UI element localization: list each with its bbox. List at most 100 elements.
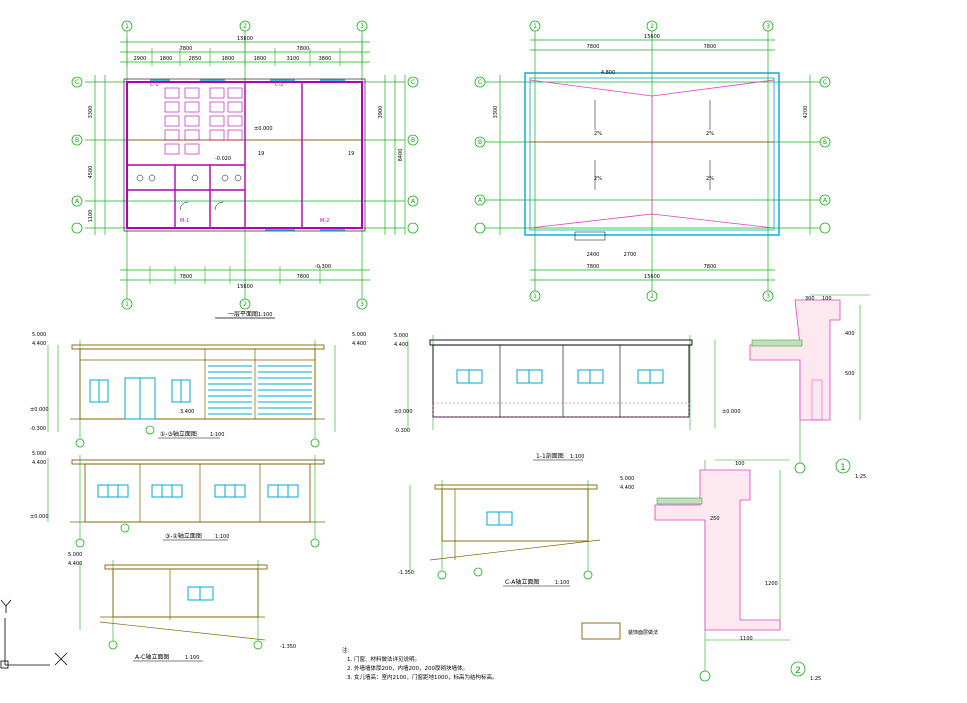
roof-dim-d1: 2400 <box>587 252 600 258</box>
elev31-title: ③-①轴立面图 <box>165 532 202 540</box>
note-2: 2. 外墙墙体厚200，内墙200，200厚砌块墙体。 <box>347 664 468 672</box>
elevation-1-3: 5.000 4.400 ±0.000 -0.300 3.400 5.000 4.… <box>30 332 366 448</box>
detail-2: 2 1:25 100 250 1100 1200 <box>654 459 821 682</box>
roof-slope-1: 2% <box>594 131 602 137</box>
elevca-top-level: 5.000 <box>620 476 634 482</box>
elevac-eave-level: 4.400 <box>68 561 82 567</box>
detail1-scale: 1:25 <box>855 474 866 480</box>
roof-axis-b-left: B <box>478 139 482 146</box>
section-title: 1-1剖面图 <box>536 452 564 460</box>
roof-axis-3-top: 3 <box>766 23 770 30</box>
plan-door-mark-1: M-1 <box>180 218 189 224</box>
plan-span1-dim: 7800 <box>180 46 193 52</box>
roof-plan: 1 2 3 1 2 3 C B A C B A 15600 7800 <box>474 20 831 302</box>
elevac-title: A-C轴立面图 <box>135 653 169 661</box>
elev31-top-level: 5.000 <box>32 451 46 457</box>
section-top-level: 5.000 <box>394 333 408 339</box>
roof-dim-d2: 2700 <box>624 252 637 258</box>
elev13-base-level: -0.300 <box>30 426 46 432</box>
roof-total-dim: 15600 <box>644 34 660 40</box>
detail2-dim-3: 1100 <box>740 636 753 642</box>
plan-dim-c: 2850 <box>189 56 202 62</box>
elevac-base-level: -1.350 <box>280 644 296 650</box>
elev13-eave-level-r: 4.400 <box>352 341 366 347</box>
notes-heading: 注: <box>342 646 350 654</box>
detail2-dim-4: 1200 <box>765 581 778 587</box>
detail2-scale: 1:25 <box>810 676 821 682</box>
elev13-floor-level: ±0.000 <box>30 407 49 413</box>
detail1-dim-3: 400 <box>845 331 855 337</box>
roof-axis-1-bottom: 1 <box>533 293 537 300</box>
elevac-top-level: 5.000 <box>68 552 82 558</box>
axis-a-left: A <box>75 198 80 205</box>
roof-axis-c-left: C <box>478 79 482 86</box>
elev13-top-level-r: 5.000 <box>352 332 366 338</box>
detail1-dim-2: 300 <box>805 296 815 302</box>
plan-floor-level: ±0.000 <box>254 126 273 132</box>
detail2-dim-1: 100 <box>735 461 745 467</box>
plan-bottom-span2: 7800 <box>297 274 310 280</box>
plan-span2-dim: 7800 <box>297 46 310 52</box>
elev31-floor-level: ±0.000 <box>30 514 49 520</box>
elevca-base-level: -1.350 <box>398 570 414 576</box>
roof-axis-3-bottom: 3 <box>766 293 770 300</box>
notes: 注: 1. 门窗、材料做法详见说明。 2. 外墙墙体厚200，内墙200，200… <box>342 646 498 681</box>
roof-axis-b-right: B <box>823 139 827 146</box>
section-floor-level: ±0.000 <box>394 409 413 415</box>
axis-3-top: 3 <box>360 23 364 30</box>
plan-h2: 4500 <box>88 166 94 179</box>
legend: 装饰面层做法 <box>581 622 658 640</box>
elev13-mid-level: 3.400 <box>180 409 194 415</box>
plan-wet-level: -0.020 <box>215 156 231 162</box>
roof-slope-4: 2% <box>706 176 714 182</box>
plan-grid-dim: 3900 <box>378 106 384 119</box>
roof-slope-3: 2% <box>594 176 602 182</box>
axis-c-left: C <box>75 79 79 86</box>
plan-dim-f: 3100 <box>287 56 300 62</box>
plan-dim-a: 2900 <box>134 56 147 62</box>
detail-1: 1 1:25 100 300 400 500 <box>749 294 870 480</box>
roof-axis-1-top: 1 <box>533 23 537 30</box>
roof-axis-2-bottom: 2 <box>650 293 654 300</box>
section-scale: 1:100 <box>570 454 584 460</box>
roof-bottom-span1: 7800 <box>587 264 600 270</box>
elev13-scale: 1:100 <box>210 432 224 438</box>
note-1: 1. 门窗、材料做法详见说明。 <box>347 655 420 663</box>
detail1-dim-4: 500 <box>845 371 855 377</box>
plan-bottom-span1: 7800 <box>180 274 193 280</box>
axis-2-bottom: 2 <box>243 301 247 308</box>
elevca-eave-level: 4.400 <box>620 485 634 491</box>
plan-dim-g: 3800 <box>319 56 332 62</box>
floor-plan: 1 2 3 1 2 3 C B A C B A 15600 7800 7800 … <box>71 20 419 319</box>
roof-h2-dim: 4200 <box>803 106 809 119</box>
plan-h3: 1100 <box>88 210 94 223</box>
roof-axis-c-right: C <box>823 79 827 86</box>
plan-outside-level: -0.300 <box>315 264 331 270</box>
elev13-title: ①-③轴立面图 <box>160 430 197 438</box>
roof-span1-dim: 7800 <box>587 44 600 50</box>
plan-dim-b: 1800 <box>160 56 173 62</box>
roof-span2-dim: 7800 <box>704 44 717 50</box>
legend-label: 装饰面层做法 <box>628 629 658 636</box>
plan-door-mark-2: M-2 <box>320 218 329 224</box>
plan-h4: 8400 <box>398 149 404 162</box>
section-eave-level: 4.400 <box>394 342 408 348</box>
elev13-eave-level: 4.400 <box>32 341 46 347</box>
plan-h1: 3300 <box>88 106 94 119</box>
elevation-a-c: 5.000 4.400 -1.350 A-C轴立面图 1:100 <box>68 552 296 662</box>
roof-h-dim: 3300 <box>493 106 499 119</box>
axis-c-right: C <box>411 79 415 86</box>
elevca-title: C-A轴立面图 <box>505 578 539 586</box>
axis-3-bottom: 3 <box>360 301 364 308</box>
plan-window-mark-1: C-1 <box>150 82 158 88</box>
roof-bottom-span2: 7800 <box>704 264 717 270</box>
elev31-eave-level: 4.400 <box>32 460 46 466</box>
elev13-top-level: 5.000 <box>32 332 46 338</box>
detail2-dim-2: 250 <box>710 516 720 522</box>
plan-title: 一层平面图 <box>228 311 258 318</box>
detail2-number: 2 <box>795 666 801 676</box>
elevca-scale: 1:100 <box>555 580 569 586</box>
section-floor-level-r: ±0.000 <box>722 409 741 415</box>
plan-total-dim: 15600 <box>237 36 253 42</box>
